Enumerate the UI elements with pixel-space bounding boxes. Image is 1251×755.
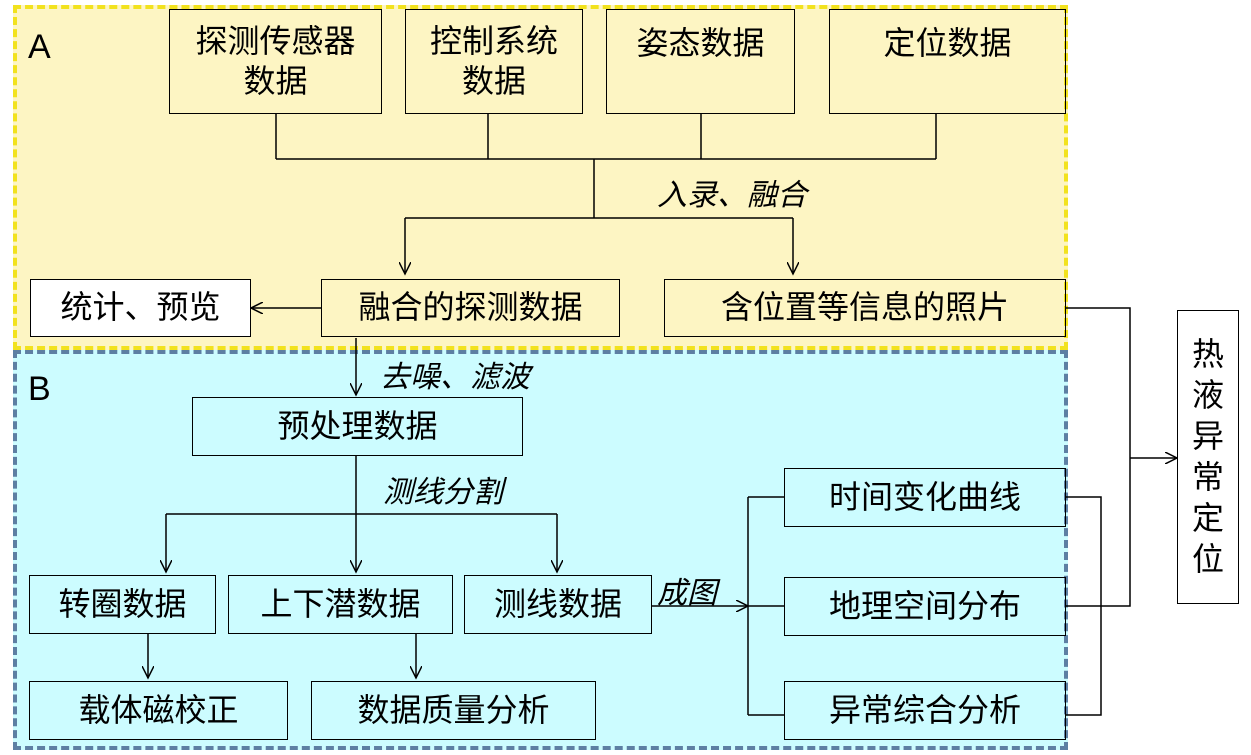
- connector-split: [166, 456, 557, 515]
- region-b-data-processing: [13, 350, 1068, 750]
- node-time-curve-label: 时间变化曲线: [828, 477, 1021, 516]
- node-control-system-data: 控制系统 数据: [405, 9, 583, 114]
- node-geo-spatial-distribution: 地理空间分布: [784, 577, 1066, 636]
- connector-outputs-bracket: [1066, 496, 1102, 716]
- region-b-label: B: [28, 370, 51, 408]
- node-anomaly-comprehensive-analysis: 异常综合分析: [784, 681, 1066, 740]
- node-survey-line-label: 测线数据: [493, 584, 622, 623]
- node-turn-data: 转圈数据: [29, 575, 216, 634]
- node-probe-sensor-label: 探测传感器 数据: [195, 22, 356, 100]
- node-dive-data: 上下潜数据: [228, 575, 453, 634]
- node-attitude-label: 姿态数据: [636, 24, 765, 62]
- node-data-quality-analysis: 数据质量分析: [311, 681, 596, 740]
- node-turn-data-label: 转圈数据: [58, 584, 187, 623]
- connector-photos-to-result: [1066, 307, 1131, 607]
- connector-merge-down: [405, 159, 793, 219]
- node-time-variation-curve: 时间变化曲线: [784, 468, 1066, 527]
- node-probe-sensor-data: 探测传感器 数据: [169, 9, 382, 114]
- node-photos-label: 含位置等信息的照片: [720, 288, 1009, 327]
- node-control-system-label: 控制系统 数据: [429, 22, 558, 100]
- node-hydrothermal-anomaly-location: 热液异常定位: [1177, 310, 1239, 604]
- node-positioning-label: 定位数据: [883, 24, 1012, 62]
- edge-label-line-split: 测线分割: [383, 475, 503, 510]
- node-positioning-data: 定位数据: [829, 9, 1066, 114]
- node-result-label: 热液异常定位: [1191, 335, 1224, 578]
- edge-label-mapping: 成图: [657, 576, 717, 611]
- region-a-label: A: [28, 28, 51, 66]
- connector-mapping-bracket: [747, 496, 784, 716]
- node-photos-with-position: 含位置等信息的照片: [664, 279, 1066, 337]
- node-dive-data-label: 上下潜数据: [260, 584, 421, 623]
- edge-label-denoise-filter: 去噪、滤波: [380, 360, 530, 395]
- node-survey-line-data: 测线数据: [464, 575, 652, 634]
- node-fused-data-label: 融合的探测数据: [358, 288, 583, 327]
- node-carrier-magnetic-correction: 载体磁校正: [29, 681, 288, 740]
- node-preprocessed-data: 预处理数据: [192, 397, 523, 456]
- edge-label-entry-fusion: 入录、融合: [657, 178, 807, 213]
- node-quality-analysis-label: 数据质量分析: [357, 690, 550, 729]
- node-attitude-data: 姿态数据: [606, 9, 795, 114]
- node-geo-distribution-label: 地理空间分布: [828, 586, 1021, 625]
- node-carrier-correction-label: 载体磁校正: [78, 690, 239, 729]
- node-stats-preview-label: 统计、预览: [60, 288, 221, 327]
- node-fused-detection-data: 融合的探测数据: [321, 279, 620, 337]
- node-stats-preview: 统计、预览: [30, 279, 251, 337]
- node-preprocessed-label: 预处理数据: [277, 406, 438, 445]
- connector-inputs-merge: [275, 114, 937, 160]
- node-anomaly-analysis-label: 异常综合分析: [828, 690, 1021, 729]
